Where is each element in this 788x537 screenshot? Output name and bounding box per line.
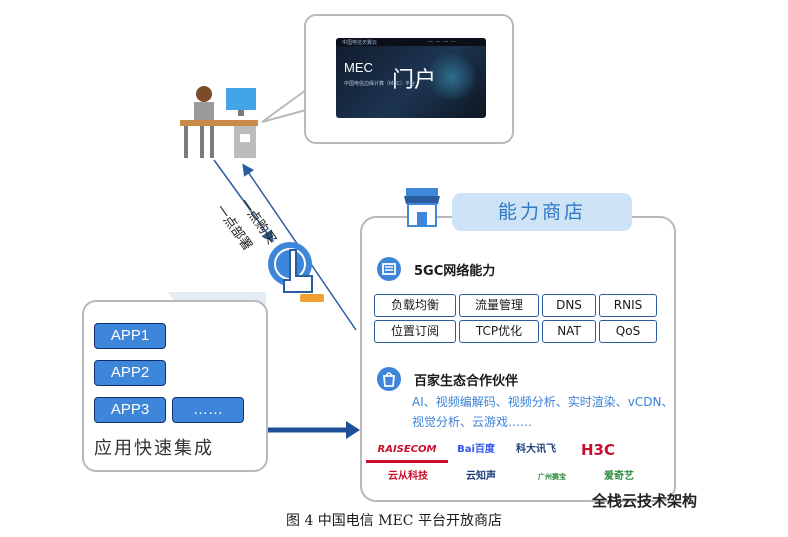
portal-topbar bbox=[336, 38, 486, 46]
capability-cell[interactable]: QoS bbox=[599, 320, 657, 343]
partner-logo: 科大讯飞 bbox=[504, 440, 568, 460]
capability-cell[interactable]: TCP优化 bbox=[459, 320, 539, 343]
store-title: 能力商店 bbox=[452, 193, 632, 231]
partner-desc-line2: 视觉分析、云游戏…… bbox=[412, 415, 533, 429]
portal-glow bbox=[424, 54, 480, 100]
figure-caption: 图 4 中国电信 MEC 平台开放商店 bbox=[286, 513, 502, 529]
capability-cell[interactable]: DNS bbox=[542, 294, 596, 317]
capability-cell[interactable]: 位置订阅 bbox=[374, 320, 456, 343]
portal-title: 门户 bbox=[392, 68, 437, 93]
capability-cell[interactable]: NAT bbox=[542, 320, 596, 343]
app-item[interactable]: APP1 bbox=[94, 323, 166, 349]
app-item-more[interactable]: …… bbox=[172, 397, 244, 423]
hand-tap-icon bbox=[268, 242, 324, 302]
portal-subtitle: 中国电信边缘计算（MEC）平台 bbox=[344, 81, 415, 87]
partner-logo: 云从科技 bbox=[372, 467, 444, 487]
partner-section-title: 百家生态合作伙伴 bbox=[414, 374, 519, 389]
person-at-desk-icon bbox=[180, 86, 258, 158]
partner-logo: 云知声 bbox=[450, 467, 512, 487]
shop-icon bbox=[404, 188, 440, 227]
apps-caption: 应用快速集成 bbox=[94, 438, 214, 459]
partner-logo: H3C bbox=[572, 440, 624, 460]
portal-screenshot: 中国电信天翼云 — — — — MEC 门户 中国电信边缘计算（MEC）平台 bbox=[336, 38, 486, 118]
capability-cell[interactable]: 负载均衡 bbox=[374, 294, 456, 317]
capability-cell[interactable]: 流量管理 bbox=[459, 294, 539, 317]
portal-nav: — — — — bbox=[428, 39, 457, 45]
network-section-icon bbox=[377, 257, 401, 281]
portal-logo-text: 中国电信天翼云 bbox=[342, 40, 378, 46]
partner-logo: Bai百度 bbox=[452, 440, 500, 460]
partner-logo: 广州赛宝 bbox=[516, 467, 588, 487]
capability-cell[interactable]: RNIS bbox=[599, 294, 657, 317]
network-section-title: 5GC网络能力 bbox=[414, 264, 496, 279]
partner-desc-line1: AI、视频编解码、视频分析、实时渲染、vCDN、 bbox=[412, 395, 674, 409]
deploy-arrow bbox=[213, 159, 274, 243]
partner-logo: RAISECOM bbox=[366, 440, 448, 463]
bubble-tail bbox=[261, 89, 307, 123]
partner-section-icon bbox=[377, 367, 401, 391]
app-item[interactable]: APP3 bbox=[94, 397, 166, 423]
app-item[interactable]: APP2 bbox=[94, 360, 166, 386]
portal-mec-label: MEC bbox=[344, 60, 373, 75]
watermark: 全栈云技术架构 bbox=[592, 492, 698, 510]
partner-logo: 爱奇艺 bbox=[594, 467, 644, 487]
